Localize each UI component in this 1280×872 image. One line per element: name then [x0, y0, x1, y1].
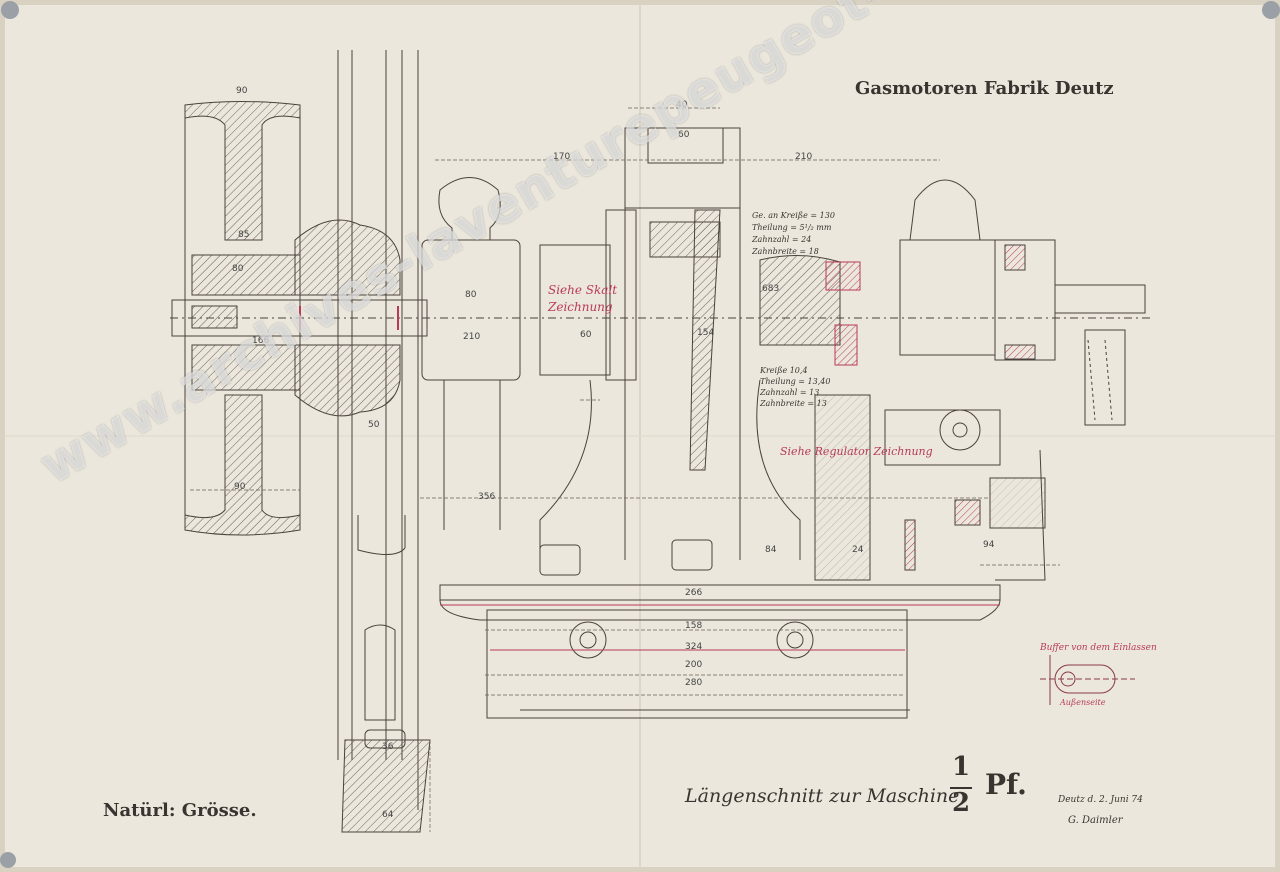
dim-label: 94: [983, 540, 995, 550]
dim-label: 210: [795, 152, 813, 162]
crank-housing: [539, 127, 801, 560]
dim-label: 36: [382, 742, 394, 752]
dim-label: 84: [765, 545, 777, 555]
dim-label: 50: [368, 420, 380, 430]
gear-table-row: Zahnzahl = 24: [752, 235, 812, 244]
gear-table-row: Zahnbreite = 18: [752, 247, 819, 256]
dim-label: 80: [465, 290, 477, 300]
maker-title: Gasmotoren Fabrik Deutz: [855, 78, 1114, 99]
buffer-sub-note: Außenseite: [1060, 698, 1106, 707]
gear-table-row: Theilung = 5¹/₂ mm: [752, 223, 832, 232]
buffer-detail: [1040, 655, 1135, 705]
fraction-denominator: 2: [952, 788, 971, 818]
dim-label: 60: [580, 330, 592, 340]
dim-label: 40: [676, 100, 688, 110]
dim-label: 64: [382, 810, 394, 820]
dim-label: 200: [685, 660, 703, 670]
dim-label: 85: [238, 230, 250, 240]
dim-label: 210: [463, 332, 481, 342]
gear-table-row: Ge. an Kreiße = 130: [752, 211, 835, 220]
dim-label: 324: [685, 642, 703, 652]
dim-label: 280: [685, 678, 703, 688]
gear-train: [759, 179, 1146, 581]
red-note-regulator: Siehe Regulator Zeichnung: [780, 445, 933, 458]
gear-table-row: Zahnzahl = 13: [760, 388, 820, 397]
dim-label: 170: [553, 152, 571, 162]
power-unit: Pf.: [985, 768, 1027, 801]
gear-table-row: Kreiße 10,4: [760, 366, 808, 375]
pin-hole: [1, 1, 19, 19]
pin-hole: [0, 852, 16, 868]
dim-label: 356: [478, 492, 496, 502]
dim-label: 154: [697, 328, 715, 338]
link-section-detail: [341, 515, 431, 833]
dim-label: 80: [232, 264, 244, 274]
dim-label: 266: [685, 588, 703, 598]
dim-label: 60: [678, 130, 690, 140]
fraction-numerator: 1: [952, 752, 971, 782]
section-title: Längenschnitt zur Maschine: [685, 785, 960, 807]
gear-table-row: Zahnbreite = 13: [760, 399, 827, 408]
scale-note: Natürl: Grösse.: [103, 800, 257, 821]
bearing-knob: [421, 177, 521, 530]
signature: G. Daimler: [1068, 815, 1123, 826]
gear-table-bottom: Kreiße 10,4 Theilung = 13,40 Zahnzahl = …: [760, 365, 830, 409]
dim-label: 90: [234, 482, 246, 492]
pin-hole: [1262, 1, 1280, 19]
flywheel-section: [184, 101, 401, 536]
dim-label: 683: [762, 284, 780, 294]
dim-label: 166: [252, 336, 270, 346]
gear-table-top: Ge. an Kreiße = 130 Theilung = 5¹/₂ mm Z…: [752, 210, 835, 258]
dim-label: 24: [852, 545, 864, 555]
red-note-skalt: Siehe Skalt Zeichnung: [548, 283, 618, 314]
buffer-note: Buffer von dem Einlassen: [1040, 643, 1157, 653]
date-note: Deutz d. 2. Juni 74: [1058, 795, 1143, 805]
dim-label: 158: [685, 621, 703, 631]
engine-base: [439, 539, 1001, 719]
dim-label: 90: [236, 86, 248, 96]
fraction-bar: [950, 787, 972, 789]
gear-table-row: Theilung = 13,40: [760, 377, 831, 386]
